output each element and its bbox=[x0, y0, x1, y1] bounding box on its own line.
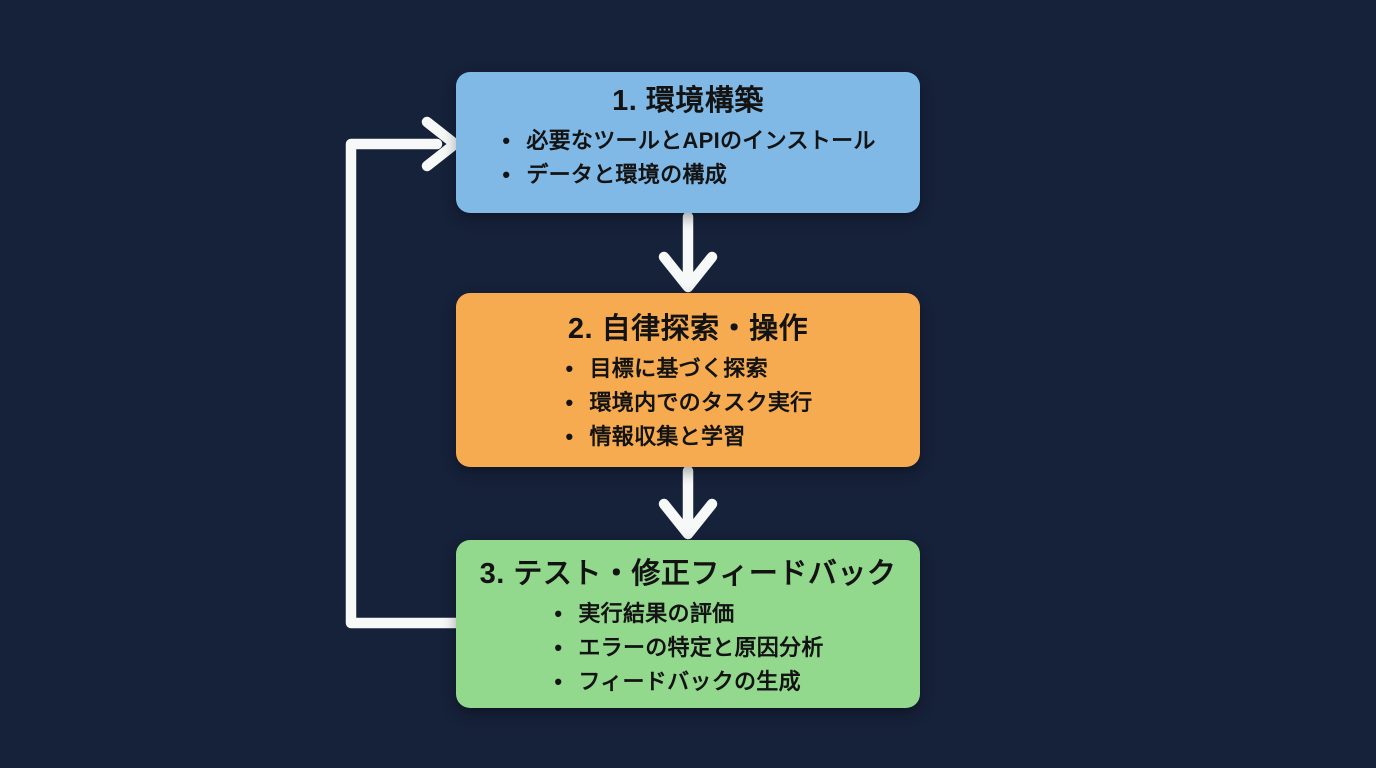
bullet-item: 必要なツールとAPIのインストール bbox=[500, 124, 875, 158]
bullet-item: 目標に基づく探索 bbox=[563, 352, 812, 386]
node-step-2-bullets: 目標に基づく探索 環境内でのタスク実行 情報収集と学習 bbox=[563, 352, 812, 454]
arrow-step2-to-step3-icon bbox=[658, 465, 718, 540]
node-step-2: 2. 自律探索・操作 目標に基づく探索 環境内でのタスク実行 情報収集と学習 bbox=[456, 293, 920, 467]
bullet-item: エラーの特定と原因分析 bbox=[552, 631, 823, 665]
bullet-item: フィードバックの生成 bbox=[552, 665, 823, 699]
node-step-3: 3. テスト・修正フィードバック 実行結果の評価 エラーの特定と原因分析 フィー… bbox=[456, 540, 920, 708]
bullet-item: 情報収集と学習 bbox=[563, 420, 812, 454]
node-step-1: 1. 環境構築 必要なツールとAPIのインストール データと環境の構成 bbox=[456, 72, 920, 213]
bullet-item: データと環境の構成 bbox=[500, 158, 875, 192]
node-step-3-title: 3. テスト・修正フィードバック bbox=[479, 558, 897, 590]
node-step-3-bullets: 実行結果の評価 エラーの特定と原因分析 フィードバックの生成 bbox=[552, 597, 823, 699]
node-step-2-title: 2. 自律探索・操作 bbox=[567, 313, 809, 345]
bullet-item: 実行結果の評価 bbox=[552, 597, 823, 631]
bullet-item: 環境内でのタスク実行 bbox=[563, 386, 812, 420]
arrow-step1-to-step2-icon bbox=[658, 211, 718, 293]
node-step-1-title: 1. 環境構築 bbox=[612, 85, 764, 117]
node-step-1-bullets: 必要なツールとAPIのインストール データと環境の構成 bbox=[500, 124, 875, 192]
feedback-loop-arrow-icon bbox=[345, 116, 462, 629]
